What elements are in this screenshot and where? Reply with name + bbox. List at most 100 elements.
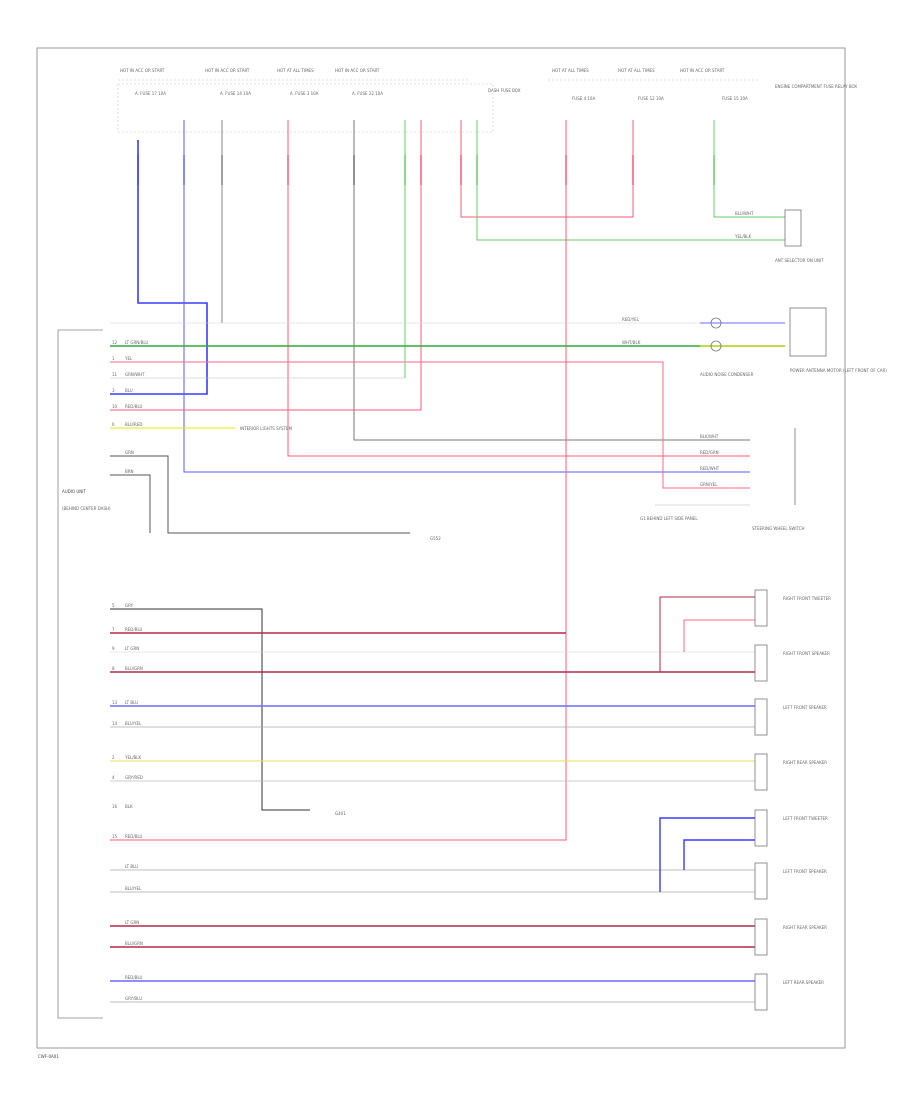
component-label: POWER ANTENNA MOTOR (LEFT FRONT OF CAR) [790,368,887,373]
speaker-box [754,644,768,682]
audio-unit: AUDIO UNIT (BEHIND CENTER DASH) [57,329,111,1019]
speaker-pin-wire: BLU/YEL [125,721,142,726]
top-connectors [137,155,715,185]
noise-condenser [710,340,722,352]
speaker-pin-number: 13 [112,700,118,705]
component-label: LEFT FRONT SPEAKER [783,705,827,710]
audio-unit-subtitle: (BEHIND CENTER DASH) [62,506,111,511]
speaker-pin-wire: LT GRN [125,646,139,651]
wire-color: RED/YEL [622,317,640,322]
fuse-box-label: A. FUSE 22 10A [352,91,383,96]
speaker-pin-wire: GRY [125,603,134,608]
speaker-box [754,698,768,736]
pin-wire: BRN [125,469,134,474]
wire-color: RED/WHT [700,466,720,471]
fuse-box-label: A. FUSE 17 10A [135,91,166,96]
fuse-label: HOT AT ALL TIMES [552,68,589,73]
diagram-frame [36,47,846,1049]
ground-label: G1 BEHIND LEFT SIDE PANEL [640,516,698,521]
footer-code: CWF-0A01 [38,1054,59,1059]
audio-unit-title: AUDIO UNIT [62,489,86,494]
component-label: LEFT FRONT TWEETER [783,816,828,821]
antenna-connector [784,209,802,247]
speaker-pin-wire: RED/BLU [125,834,143,839]
speaker-pin-number: 5 [112,603,115,608]
component-label: RIGHT FRONT SPEAKER [783,651,830,656]
speaker-pin-number: 16 [112,804,118,809]
speaker-pin-wire: LT BLU [125,700,138,705]
fuse-label: HOT AT ALL TIMES [618,68,655,73]
speaker-pin-number: 7 [112,627,115,632]
component-label: RIGHT FRONT TWEETER [783,596,831,601]
speaker-pin-wire: BLK [125,804,133,809]
speaker-pin-number: 2 [112,755,115,760]
fuse-header: HOT IN ACC OR START HOT IN ACC OR START … [117,68,857,133]
wire-color: BLU/WHT [735,211,754,216]
audio-unit-pins: LT GRN/BLU YEL GRN/WHT BLU RED/BLU BLU/R… [112,340,148,1001]
speaker-pin-wire: LT GRN [125,920,139,925]
pin-wire: BLU/RED [125,422,142,427]
speaker-pin-wire: YEL/BLK [124,755,142,760]
pin-wire: GRN/WHT [125,372,145,377]
speaker-box [754,973,768,1011]
speaker-pin-number: 15 [112,834,118,839]
ground-label: G552 [430,536,441,541]
component-label: LEFT FRONT SPEAKER [783,869,827,874]
ground-label: INTERIOR LIGHTS SYSTEM [240,426,293,431]
right-components [710,209,827,1011]
fuse-box-label: ENGINE COMPARTMENT FUSE RELAY BOX [775,84,857,89]
wire-color: GRN/YEL [700,482,718,487]
pin-wire: RED/BLU [125,404,143,409]
speaker-pin-wire: BLU/GRN [125,666,143,671]
component-label: STEERING WHEEL SWITCH [752,526,805,531]
wire-color: WHT/BLK [622,340,641,345]
pin-number: 6 [112,422,115,427]
speaker-pin-number: 8 [112,666,115,671]
speaker-pin-number: 14 [112,721,118,726]
ground-labels: G401 G552 G1 BEHIND LEFT SIDE PANEL INTE… [240,426,698,816]
speaker-pin-wire: BLU/GRN [125,941,143,946]
pin-number: 12 [112,340,118,345]
fuse-box-label: DASH FUSE BOX [488,88,521,93]
speaker-box [754,589,768,627]
wire-color: YEL/BLK [734,234,752,239]
component-label: LEFT REAR SPEAKER [783,980,824,985]
ground-label: G401 [335,811,346,816]
fuse-box-label: FUSE 15 10A [722,96,748,101]
pin-number: 3 [112,388,115,393]
pin-wire: BLU [125,388,133,393]
fuse-label: HOT AT ALL TIMES [277,68,314,73]
speaker-pin-wire: BLU/YEL [125,886,142,891]
right-component-labels: ANT SELECTOR ON UNIT POWER ANTENNA MOTOR… [700,258,887,985]
component-label: AUDIO NOISE CONDENSER [700,372,754,377]
speaker-pin-wire: LT BLU [125,864,138,869]
noise-condenser [710,317,722,329]
component-label: RIGHT REAR SPEAKER [783,760,827,765]
fuse-label: HOT IN ACC OR START [205,68,250,73]
pin-wire: LT GRN/BLU [125,340,148,345]
pin-wire: GRN [125,450,134,455]
component-label: ANT SELECTOR ON UNIT [775,258,824,263]
fuse-label: HOT IN ACC OR START [120,68,165,73]
pin-number: 1 [112,356,115,361]
speaker-box [754,918,768,956]
speaker-pin-wire: GRY/BLU [125,996,142,1001]
wire-runs [110,120,785,841]
wire-color: RED/GRN [700,450,719,455]
pin-wire: YEL [124,356,133,361]
component-label: RIGHT REAR SPEAKER [783,925,827,930]
speaker-wires [110,596,755,1003]
right-wire-labels: BLU/WHT YEL/BLK BLK/WHT RED/GRN RED/WHT … [622,211,754,487]
fuse-box-label: FUSE 4 10A [572,96,595,101]
pin-number: 11 [112,372,118,377]
fuse-label: HOT IN ACC OR START [680,68,725,73]
fuse-box-label: FUSE 12 10A [638,96,664,101]
speaker-pin-wire: GRY/RED [125,775,143,780]
speaker-pin-number: 4 [112,775,115,780]
speaker-box [754,862,768,900]
speaker-box [754,753,768,791]
fuse-box-label: A. FUSE 3 10A [290,91,319,96]
fuse-label: HOT IN ACC OR START [335,68,380,73]
